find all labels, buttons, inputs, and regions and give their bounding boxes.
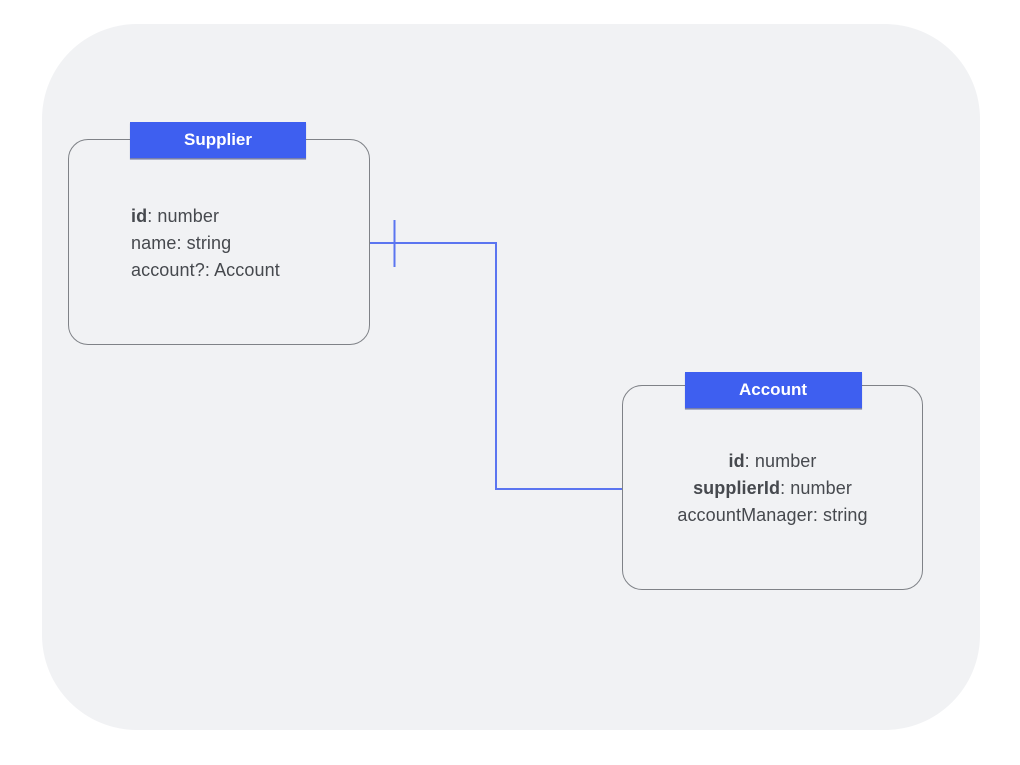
entity-account-title: Account bbox=[684, 371, 862, 408]
field-name: accountManager bbox=[677, 505, 813, 525]
field-row-name: name: string bbox=[131, 230, 280, 257]
field-name: supplierId bbox=[693, 478, 781, 498]
field-name: account? bbox=[131, 260, 205, 280]
field-type: Account bbox=[214, 260, 280, 280]
field-separator: : bbox=[744, 451, 755, 471]
field-row-id: id: number bbox=[131, 203, 280, 230]
entity-account-fields: id: number supplierId: number accountMan… bbox=[623, 448, 922, 529]
field-row-accountManager: accountManager: string bbox=[623, 502, 922, 529]
field-separator: : bbox=[147, 206, 158, 226]
field-type: string bbox=[186, 233, 232, 253]
field-name: id bbox=[131, 206, 148, 226]
field-row-account: account?: Account bbox=[131, 257, 280, 284]
field-row-id: id: number bbox=[623, 448, 922, 475]
field-type: number bbox=[754, 451, 817, 471]
field-type: string bbox=[823, 505, 868, 525]
entity-supplier: Supplier id: number name: string account… bbox=[68, 121, 370, 345]
field-type: number bbox=[790, 478, 852, 498]
entity-supplier-fields: id: number name: string account?: Accoun… bbox=[131, 203, 280, 284]
field-type: number bbox=[157, 206, 220, 226]
field-separator: : bbox=[812, 505, 824, 525]
field-name: id bbox=[728, 451, 745, 471]
field-separator: : bbox=[780, 478, 791, 498]
field-separator: : bbox=[204, 260, 215, 280]
field-separator: : bbox=[176, 233, 187, 253]
field-name: name bbox=[131, 233, 177, 253]
entity-account: Account id: number supplierId: number ac… bbox=[622, 371, 923, 590]
entity-supplier-title: Supplier bbox=[130, 121, 306, 158]
field-row-supplierId: supplierId: number bbox=[623, 475, 922, 502]
